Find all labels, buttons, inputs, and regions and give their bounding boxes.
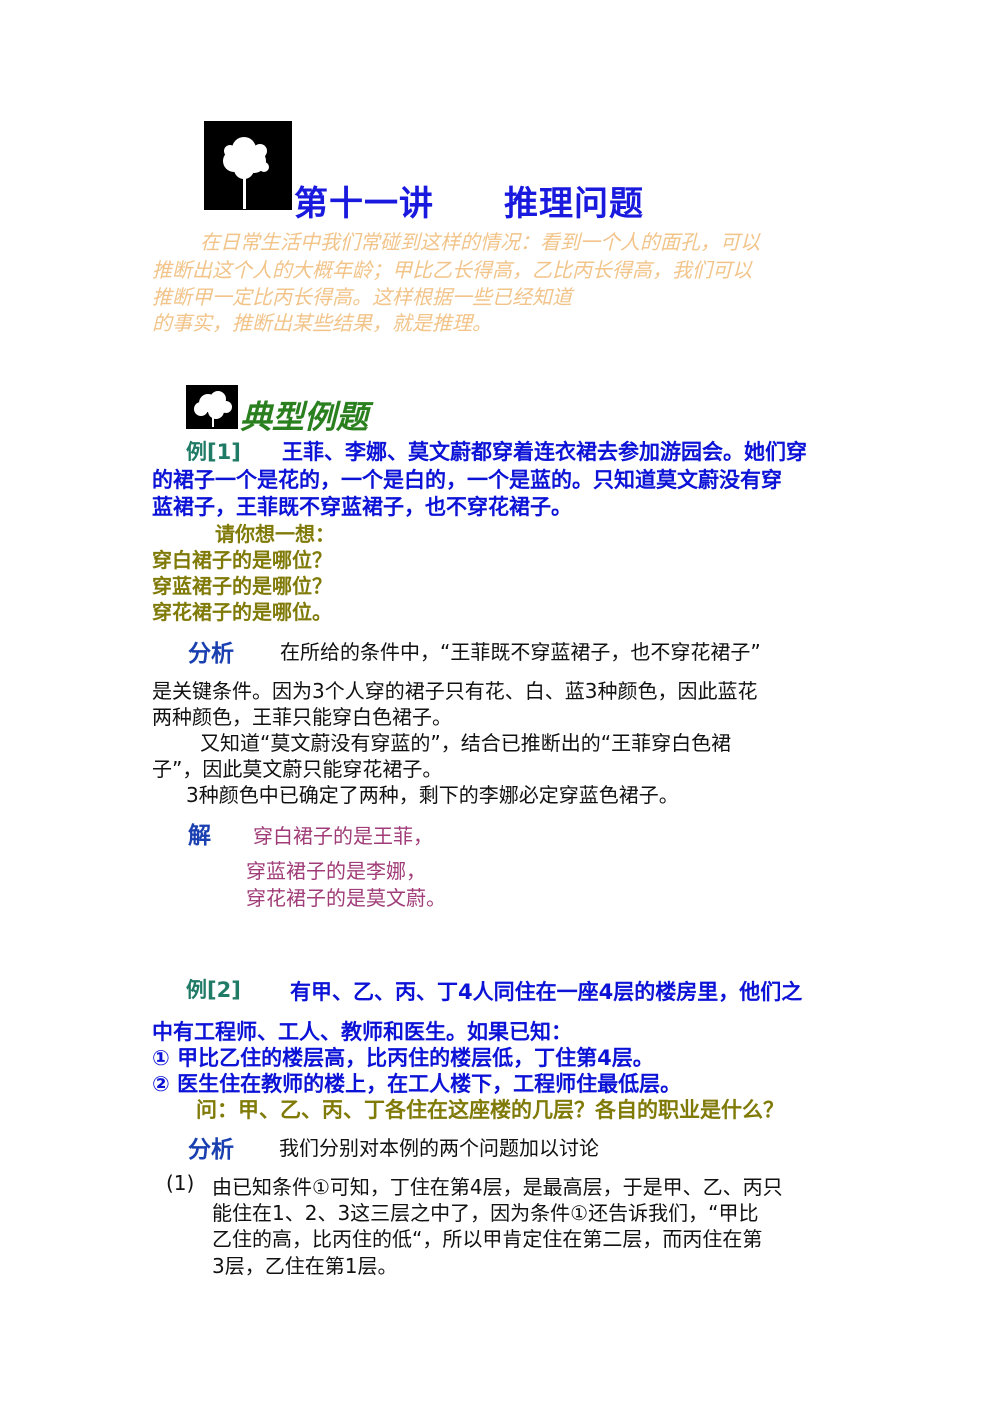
example-1-solution-label: 解 [188, 823, 211, 849]
example-2-analysis-intro: 我们分别对本例的两个问题加以讨论 [279, 1136, 599, 1160]
example-1-analysis-line-5: 子”，因此莫文蔚只能穿花裙子。 [152, 757, 443, 781]
example-2-analysis-label: 分析 [188, 1137, 234, 1163]
tree-icon [223, 137, 269, 209]
example-1-label: 例[1] [186, 440, 241, 464]
example-1-line-2: 的裙子一个是花的，一个是白的，一个是蓝的。只知道莫文蔚没有穿 [152, 468, 782, 492]
intro-line-1: 在日常生活中我们常碰到这样的情况：看到一个人的面孔，可以 [200, 230, 760, 254]
example-2-part-1-number: (1) [166, 1171, 195, 1195]
intro-line-2: 推断出这个人的大概年龄；甲比乙长得高，乙比丙长得高，我们可以 [152, 258, 752, 282]
example-2-line-1: 有甲、乙、丙、丁4人同住在一座4层的楼房里，他们之 [290, 980, 803, 1004]
intro-line-4: 的事实，推断出某些结果，就是推理。 [152, 311, 492, 335]
example-1-analysis-label: 分析 [188, 641, 234, 667]
example-2-condition-2: ② 医生住在教师的楼上，在工人楼下，工程师住最低层。 [152, 1072, 682, 1096]
example-1-solution-line-1: 穿白裙子的是王菲， [253, 824, 433, 848]
example-1-solution-line-3: 穿花裙子的是莫文蔚。 [246, 886, 446, 910]
example-1-line-3: 蓝裙子，王菲既不穿蓝裙子，也不穿花裙子。 [152, 495, 572, 519]
example-1-analysis-line-1: 在所给的条件中，“王菲既不穿蓝裙子，也不穿花裙子” [280, 640, 761, 664]
example-2-part-1-line-2: 能住在1、2、3这三层之中了，因为条件①还告诉我们，“甲比 [212, 1201, 759, 1225]
example-2-label: 例[2] [186, 978, 241, 1002]
example-1-prompt: 请你想一想： [215, 522, 335, 546]
example-1-line-1: 王菲、李娜、莫文蔚都穿着连衣裙去参加游园会。她们穿 [282, 440, 807, 464]
example-1-analysis-line-6: 3种颜色中已确定了两种，剩下的李娜必定穿蓝色裙子。 [186, 783, 679, 807]
example-1-analysis-line-2: 是关键条件。因为3个人穿的裙子只有花、白、蓝3种颜色，因此蓝花 [152, 679, 758, 703]
example-2-part-1-line-4: 3层，乙住在第1层。 [212, 1254, 398, 1278]
example-1-solution-line-2: 穿蓝裙子的是李娜， [246, 859, 426, 883]
example-2-question: 问：甲、乙、丙、丁各住在这座楼的几层？各自的职业是什么？ [196, 1098, 784, 1122]
example-1-question-3: 穿花裙子的是哪位。 [152, 600, 332, 624]
section-title: 典型例题 [240, 398, 369, 436]
example-2-line-2: 中有工程师、工人、教师和医生。如果已知： [152, 1020, 572, 1044]
intro-line-3: 推断甲一定比丙长得高。这样根据一些已经知道 [152, 285, 572, 309]
flower-icon [194, 391, 232, 427]
example-1-analysis-line-3: 两种颜色，王菲只能穿白色裙子。 [152, 705, 452, 729]
tree-image [204, 121, 292, 210]
example-2-condition-1: ① 甲比乙住的楼层高，比丙住的楼层低，丁住第4层。 [152, 1046, 654, 1070]
example-1-analysis-line-4: 又知道“莫文蔚没有穿蓝的”，结合已推断出的“王菲穿白色裙 [200, 731, 732, 755]
example-2-part-1-line-1: 由已知条件①可知，丁住在第4层，是最高层，于是甲、乙、丙只 [212, 1175, 783, 1199]
section-icon-box [186, 385, 238, 429]
example-1-question-1: 穿白裙子的是哪位？ [152, 548, 332, 572]
example-1-question-2: 穿蓝裙子的是哪位？ [152, 574, 332, 598]
example-2-part-1-line-3: 乙住的高，比丙住的低“，所以甲肯定住在第二层，而丙住在第 [212, 1227, 763, 1251]
page-title: 第十一讲 推理问题 [294, 184, 644, 224]
